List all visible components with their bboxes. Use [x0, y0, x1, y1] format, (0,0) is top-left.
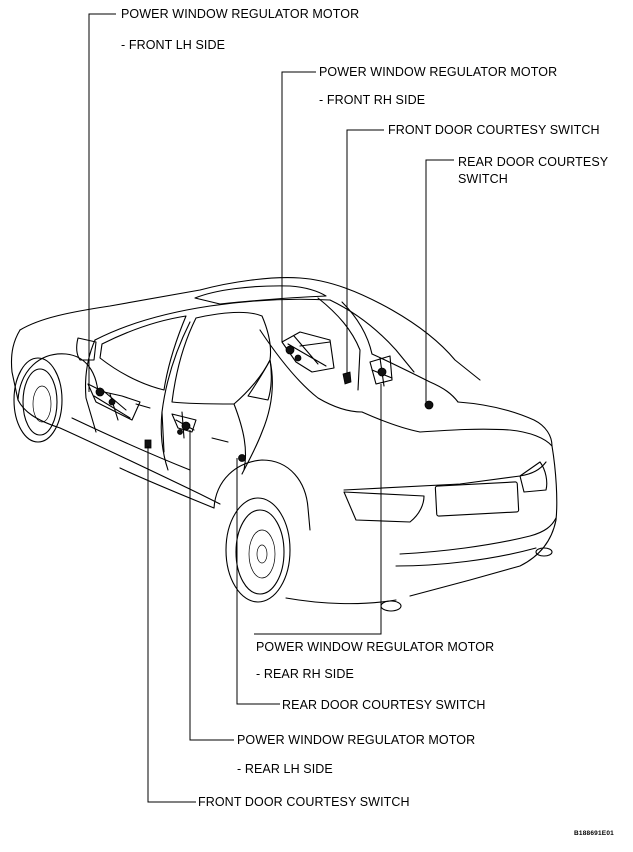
label-rear-lh-motor-sub: - REAR LH SIDE: [237, 762, 333, 776]
car-body: [10, 277, 558, 612]
leader-rear-rh-motor: [254, 384, 382, 635]
label-front-door-courtesy-bottom: FRONT DOOR COURTESY SWITCH: [198, 795, 410, 809]
rear-rh-regulator-motor: [369, 355, 393, 387]
leader-rear-door-courtesy-top: [425, 159, 454, 403]
label-front-rh-motor-sub: - FRONT RH SIDE: [319, 93, 426, 107]
leader-front-door-courtesy-bottom: [147, 446, 196, 803]
leader-front-lh-motor: [88, 13, 116, 392]
label-rear-door-courtesy-top-line1: REAR DOOR COURTESY: [458, 155, 609, 169]
front-wheel: [13, 357, 63, 443]
rear-door-handle: [211, 437, 229, 443]
label-rear-door-courtesy-top-line2: SWITCH: [458, 172, 508, 186]
label-front-lh-motor-sub: - FRONT LH SIDE: [121, 38, 226, 52]
rear-lh-regulator-motor: [171, 411, 197, 439]
label-rear-door-courtesy-bottom: REAR DOOR COURTESY SWITCH: [282, 698, 486, 712]
front-lh-regulator-motor: [87, 383, 141, 421]
leader-lines: [88, 13, 454, 803]
label-rear-lh-motor-title: POWER WINDOW REGULATOR MOTOR: [237, 733, 476, 747]
leader-front-door-courtesy-top: [346, 129, 384, 374]
label-front-rh-motor-title: POWER WINDOW REGULATOR MOTOR: [319, 65, 558, 79]
leader-rear-lh-motor: [189, 430, 234, 741]
figure-code: B188691E01: [574, 830, 614, 837]
rear-rh-door-courtesy-switch: [424, 400, 434, 410]
label-front-door-courtesy-top: FRONT DOOR COURTESY SWITCH: [388, 123, 600, 137]
label-rear-rh-motor-title: POWER WINDOW REGULATOR MOTOR: [256, 640, 495, 654]
rear-lh-door-courtesy-switch: [238, 454, 246, 462]
front-rh-regulator-motor: [281, 331, 335, 373]
leader-rear-door-courtesy-bottom: [236, 458, 280, 705]
rear-wheel: [225, 497, 291, 603]
label-rear-rh-motor-sub: - REAR RH SIDE: [256, 667, 354, 681]
label-front-lh-motor-title: POWER WINDOW REGULATOR MOTOR: [121, 7, 360, 21]
leader-front-rh-motor: [281, 71, 316, 342]
front-rh-door-courtesy-switch: [342, 371, 352, 385]
